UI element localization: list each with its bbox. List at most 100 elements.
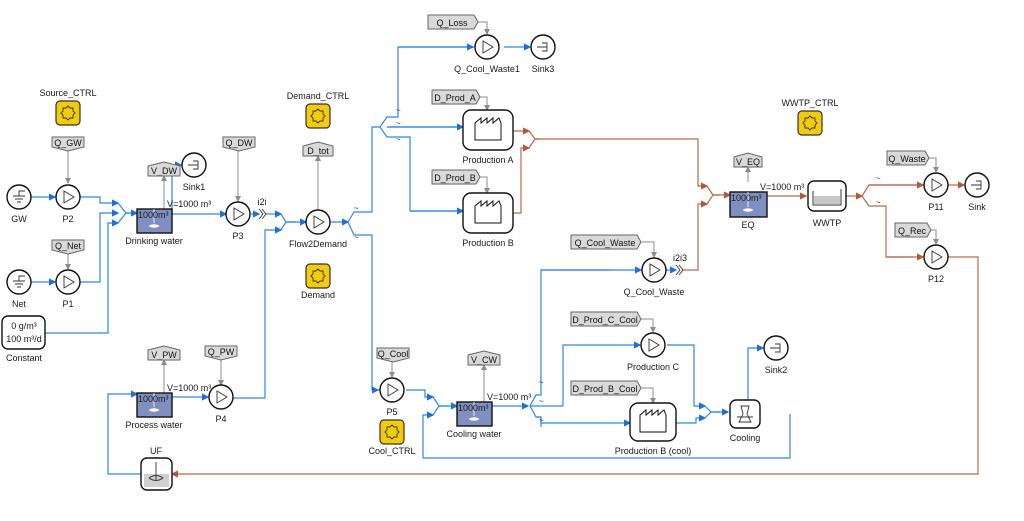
wire-p12-uf[interactable] — [170, 256, 979, 478]
split-mark: ~ — [539, 397, 544, 406]
unit-uf[interactable]: UF — [140, 446, 173, 491]
sink-label: Sink2 — [765, 365, 788, 375]
pump-label: P11 — [928, 202, 943, 212]
factory-production-b-cool[interactable]: Production B (cool) — [615, 402, 692, 456]
tag-v-eq[interactable]: V_EQ — [733, 152, 763, 168]
basin-icon — [812, 189, 842, 206]
sink-label: Sink3 — [532, 64, 555, 74]
source-net[interactable]: Net — [6, 269, 32, 309]
unit-wwtp[interactable]: WWTP — [807, 180, 847, 228]
pump-p11[interactable]: P11 — [923, 172, 949, 212]
pump-p1[interactable]: P1 — [55, 269, 81, 309]
tag-q-net[interactable]: Q_Net — [51, 239, 85, 255]
split-marks: ~ ~ ~ ~ ~ ~ ~ ~ ~ ~ — [354, 106, 881, 425]
wire-p2-mixer[interactable] — [79, 196, 120, 207]
constant-source[interactable]: 0 g/m³ 100 m³/d Constant — [1, 315, 46, 363]
tag-v-dw[interactable]: V_DW — [147, 161, 181, 177]
wire-cool-return[interactable] — [422, 411, 791, 459]
tank-drinking-water[interactable]: 1000m³ V=1000 m³ Drinking water — [125, 199, 211, 246]
pump-flow2demand[interactable]: Flow2Demand — [289, 209, 347, 249]
tag-q-cool[interactable]: Q_Cool — [376, 347, 410, 363]
constant-label: Constant — [6, 353, 43, 363]
split-mark: ~ — [396, 119, 401, 128]
sink-sink[interactable]: Sink — [964, 172, 990, 212]
wire-prodB-mixer[interactable] — [513, 144, 531, 214]
tank-eq[interactable]: 1000m³ V=1000 m³ EQ — [729, 182, 804, 230]
connector-i2i3[interactable]: i2i3 — [673, 253, 687, 276]
wire-constant-mixer[interactable] — [45, 219, 120, 334]
wire-prodBcool-mixer[interactable] — [676, 414, 707, 424]
connector-i2i[interactable]: i2i — [257, 197, 267, 220]
tag-label: Q_PW — [208, 347, 235, 357]
controller-wwtp-ctrl[interactable]: WWTP_CTRL — [782, 98, 839, 136]
tag-q-gw[interactable]: Q_GW — [51, 136, 85, 152]
split-mark: ~ — [876, 174, 881, 183]
controller-demand[interactable]: Demand — [301, 263, 335, 300]
tank-cooling-water[interactable]: 1000m³ V=1000 m³ Cooling water — [446, 392, 531, 439]
wire-split-prodC[interactable] — [560, 341, 642, 407]
tag-d-prod-b-cool[interactable]: D_Prod_B_Cool — [570, 380, 642, 396]
splitter-f2d — [347, 126, 380, 391]
source-gw[interactable]: GW — [6, 184, 32, 224]
pump-p4[interactable]: P4 — [208, 384, 234, 424]
tag-label: D_Prod_B — [434, 173, 476, 183]
factory-label: Production B — [462, 238, 514, 248]
wire-p1-mixer[interactable] — [79, 209, 120, 283]
tank-label: Process water — [125, 420, 182, 430]
wire-uf-pw[interactable] — [107, 390, 141, 475]
pump-label: Flow2Demand — [289, 239, 347, 249]
controller-cool-ctrl[interactable]: Cool_CTRL — [368, 419, 416, 456]
tag-q-dw[interactable]: Q_DW — [222, 136, 256, 152]
tag-d-prod-b[interactable]: D_Prod_B — [431, 169, 481, 185]
pump-p5[interactable]: P5 — [379, 377, 405, 417]
pump-icon — [482, 40, 494, 54]
factory-label: Production B (cool) — [615, 446, 692, 456]
sink-sink2[interactable]: Sink2 — [763, 335, 789, 375]
splitter-wwtp — [861, 184, 921, 258]
factory-production-b[interactable]: Production B — [462, 192, 514, 248]
pump-p3[interactable]: P3 — [225, 201, 251, 241]
tag-q-pw[interactable]: Q_PW — [204, 345, 238, 361]
controller-source-ctrl[interactable]: Source_CTRL — [39, 88, 97, 126]
tank-volume-label: V=1000 m³ — [167, 383, 211, 393]
wire-prod-eq-mixer[interactable] — [535, 138, 709, 190]
pump-icon — [649, 263, 661, 277]
tag-label: Q_Cool — [378, 349, 409, 359]
tag-q-rec[interactable]: Q_Rec — [894, 222, 932, 238]
pump-label: P4 — [215, 414, 226, 424]
mixer-impeller-icon — [468, 417, 480, 421]
wire-p5-mixer[interactable] — [406, 389, 435, 401]
basin-fill-icon — [814, 196, 840, 204]
split-mark: ~ — [539, 378, 544, 387]
tag-q-cool-waste[interactable]: Q_Cool_Waste — [570, 234, 642, 250]
signal-dproda-prodA — [480, 96, 490, 111]
tank-volume-label: V=1000 m³ — [487, 392, 531, 402]
sink-sink3[interactable]: Sink3 — [530, 34, 556, 74]
pump-p2[interactable]: P2 — [55, 184, 81, 224]
pump-q-cool-waste[interactable]: Q_Cool_Waste — [624, 257, 685, 297]
pump-p12[interactable]: P12 — [923, 244, 949, 284]
pump-production-c[interactable]: Production C — [627, 332, 680, 372]
tag-d-prod-a[interactable]: D_Prod_A — [431, 89, 481, 105]
wire-i2i3-eq-mixer[interactable] — [683, 200, 709, 271]
controller-demand-ctrl[interactable]: Demand_CTRL — [287, 91, 350, 129]
controller-label: Cool_CTRL — [368, 446, 415, 456]
tag-label: V_CW — [471, 355, 498, 365]
tag-q-waste[interactable]: Q_Waste — [886, 150, 930, 166]
pump-q-cool-waste1[interactable]: Q_Cool_Waste1 — [454, 34, 520, 74]
pump-icon — [233, 207, 245, 221]
sink-sink1[interactable]: Sink1 — [181, 152, 207, 192]
tag-d-prod-c-cool[interactable]: D_Prod_C_Cool — [570, 311, 642, 327]
wire-split-prodBcool[interactable] — [536, 416, 632, 427]
wire-prodC-mixer[interactable] — [667, 344, 707, 410]
factory-production-a[interactable]: Production A — [462, 109, 514, 165]
tag-v-pw[interactable]: V_PW — [147, 345, 181, 361]
tag-d-tot[interactable]: D_tot — [302, 141, 334, 157]
wire-p4-mixer[interactable] — [233, 226, 283, 399]
wire-cooling-sink2[interactable] — [747, 344, 765, 400]
tag-q-loss[interactable]: Q_Loss — [427, 14, 479, 30]
tag-v-cw[interactable]: V_CW — [467, 350, 501, 366]
tank-process-water[interactable]: 1000m³ V=1000 m³ Process water — [125, 383, 211, 430]
unit-cooling[interactable]: Cooling — [729, 399, 761, 443]
pump-icon — [931, 178, 943, 192]
